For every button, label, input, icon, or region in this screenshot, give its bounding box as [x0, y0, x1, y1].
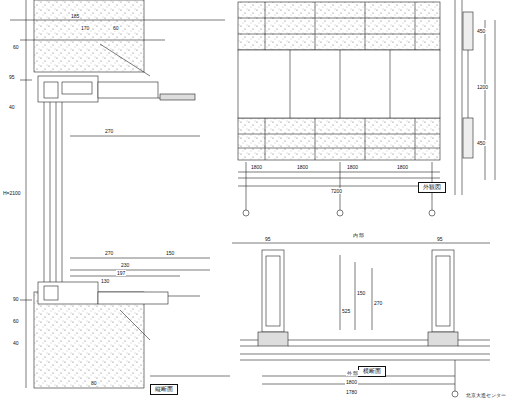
dimension-label: 270 [104, 250, 114, 256]
dimension-label: 内 部 [352, 232, 365, 238]
view-title: 縦断面 [150, 384, 178, 395]
dimension-label: 270 [373, 300, 383, 306]
dimension-label: 230 [120, 262, 130, 268]
dimension-label: 1800 [396, 164, 409, 170]
dimension-label: 90 [12, 296, 20, 302]
dimension-label: 7200 [330, 188, 343, 194]
dimension-label: 60 [12, 318, 20, 324]
dimension-label: 185 [70, 13, 80, 19]
dimension-label: 150 [356, 290, 366, 296]
dimension-label: 197 [116, 270, 126, 276]
dimension-label: 60 [112, 25, 120, 31]
title-text: 縦断面 [155, 386, 173, 392]
dimension-label: 1800 [250, 164, 263, 170]
dimension-label: 95 [264, 236, 272, 242]
dimension-label: 525 [341, 308, 351, 314]
dimension-label: 270 [104, 128, 114, 134]
dimension-label: 170 [80, 25, 90, 31]
dimension-label: 外 部 [346, 370, 359, 376]
dimension-label: 40 [8, 104, 16, 110]
dimension-label: 1800 [345, 379, 358, 385]
dimension-label: 1800 [346, 164, 359, 170]
title-text: 外観図 [423, 184, 441, 190]
dimension-label: 1800 [296, 164, 309, 170]
dimension-label: 450 [476, 28, 486, 34]
dimension-label: 130 [100, 278, 110, 284]
dimension-label: 450 [476, 140, 486, 146]
dimension-label: H=2100 [2, 190, 22, 196]
dimension-label: 1200 [476, 84, 489, 90]
title-text: 横断面 [363, 368, 381, 374]
dimension-label: 40 [12, 340, 20, 346]
dimension-label: 1780 [345, 389, 358, 395]
dimension-label: 150 [165, 250, 175, 256]
dimension-label: 95 [436, 236, 444, 242]
dimension-label: 95 [8, 74, 16, 80]
view-title: 外観図 [418, 182, 446, 193]
dimension-label: 80 [90, 380, 98, 386]
dimension-label: 北京大造センター [465, 392, 507, 398]
view-title: 横断面 [358, 366, 386, 377]
dimension-label: 60 [12, 44, 20, 50]
